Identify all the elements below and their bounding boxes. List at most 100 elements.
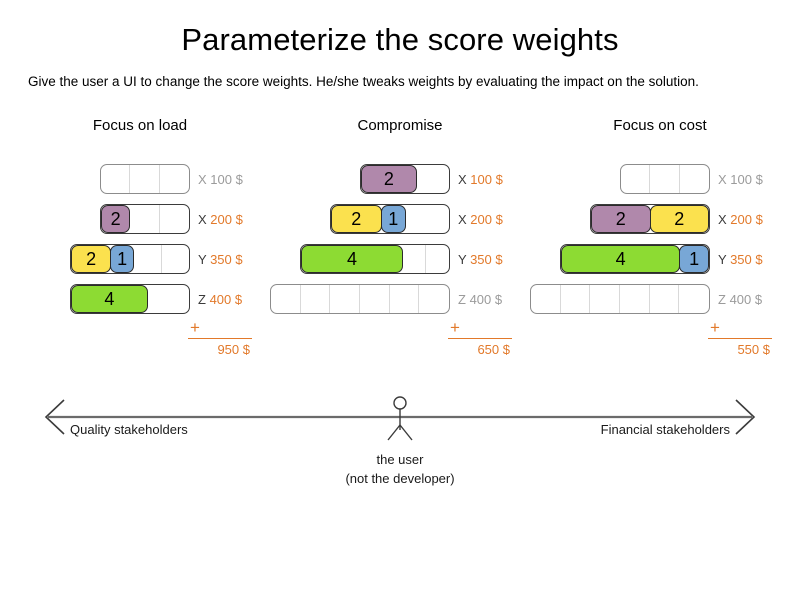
slider-row: 4 Z 400 $ <box>10 279 270 319</box>
row-cost: 350 $ <box>210 251 243 267</box>
track-segment[interactable] <box>360 285 390 313</box>
row-label: X 200 $ <box>450 212 503 227</box>
track-segment[interactable] <box>162 245 190 273</box>
track-segment[interactable] <box>679 285 709 313</box>
slider-row: 2 X 200 $ <box>10 199 270 239</box>
track-segment[interactable] <box>271 285 301 313</box>
weight-slider-track[interactable] <box>100 164 190 194</box>
track-segment[interactable] <box>406 205 449 233</box>
track-segment[interactable] <box>531 285 561 313</box>
track-segment[interactable] <box>134 245 162 273</box>
row-label: Y 350 $ <box>450 252 503 267</box>
column-total: +550 $ <box>708 319 790 357</box>
track-segment[interactable] <box>426 245 449 273</box>
row-label: X 200 $ <box>190 212 243 227</box>
weight-slider-track[interactable]: 4 <box>300 244 450 274</box>
slider-row: X 100 $ <box>10 159 270 199</box>
row-label: X 200 $ <box>710 212 763 227</box>
track-segment[interactable] <box>650 165 680 193</box>
track-segment[interactable] <box>561 285 591 313</box>
row-key: X <box>458 171 467 187</box>
row-key: Y <box>198 251 207 267</box>
weight-slider-fill[interactable]: 2 <box>71 245 112 273</box>
row-cost: 350 $ <box>730 251 763 267</box>
axis-arrow-svg <box>44 396 756 441</box>
weight-slider-fill[interactable]: 4 <box>561 245 681 273</box>
track-segment[interactable] <box>330 285 361 313</box>
track-area: 4 <box>10 284 190 314</box>
page-title: Parameterize the score weights <box>181 22 619 57</box>
weight-slider-fill[interactable]: 2 <box>361 165 417 193</box>
track-segment[interactable] <box>130 205 160 233</box>
track-segment[interactable] <box>590 285 621 313</box>
column-title: Focus on cost <box>613 117 707 134</box>
slider-row: 4 Y 350 $ <box>270 239 530 279</box>
row-key: X <box>198 171 207 187</box>
weight-slider-track[interactable] <box>270 284 450 314</box>
row-cost: 400 $ <box>469 291 503 307</box>
track-segment[interactable] <box>301 285 331 313</box>
track-segment[interactable] <box>390 285 420 313</box>
weight-slider-fill[interactable]: 1 <box>380 205 406 233</box>
weight-slider-fill[interactable]: 2 <box>591 205 651 233</box>
row-cost: 100 $ <box>210 171 243 187</box>
weight-slider-fill[interactable]: 2 <box>331 205 382 233</box>
weight-slider-fill[interactable]: 1 <box>679 245 709 273</box>
row-cost: 200 $ <box>730 211 763 227</box>
track-segment[interactable] <box>403 245 427 273</box>
track-segment[interactable] <box>419 285 449 313</box>
weight-slider-track[interactable]: 2 <box>360 164 450 194</box>
slider-row: X 100 $ <box>530 159 790 199</box>
weight-slider-fill[interactable]: 4 <box>301 245 404 273</box>
weight-slider-fill[interactable]: 2 <box>101 205 131 233</box>
row-label: Z 400 $ <box>710 292 762 307</box>
weight-slider-fill[interactable]: 4 <box>71 285 148 313</box>
track-segment[interactable] <box>101 165 131 193</box>
sum-plus-sign: + <box>188 319 252 339</box>
track-segment[interactable] <box>148 285 189 313</box>
track-segment[interactable] <box>130 165 160 193</box>
weight-slider-track[interactable]: 2 <box>100 204 190 234</box>
total-cost-value: 950 $ <box>217 342 250 357</box>
weight-slider-track[interactable]: 4 <box>70 284 190 314</box>
track-segment[interactable] <box>680 165 709 193</box>
weight-slider-fill[interactable]: 1 <box>110 245 134 273</box>
axis-caption: the user (not the developer) <box>0 450 800 488</box>
axis-label-right: Financial stakeholders <box>600 422 730 437</box>
row-key: Y <box>458 251 467 267</box>
row-cost: 100 $ <box>730 171 763 187</box>
weight-slider-fill[interactable]: 2 <box>649 205 709 233</box>
track-segment[interactable] <box>160 165 189 193</box>
row-label: Z 400 $ <box>190 292 242 307</box>
row-cost: 200 $ <box>470 211 503 227</box>
track-segment[interactable] <box>160 205 189 233</box>
weight-slider-track[interactable] <box>530 284 710 314</box>
row-key: Z <box>458 291 466 307</box>
row-key: X <box>198 211 207 227</box>
row-label: Z 400 $ <box>450 292 502 307</box>
track-segment[interactable] <box>417 165 449 193</box>
track-segment[interactable] <box>650 285 680 313</box>
row-label: X 100 $ <box>190 172 243 187</box>
weight-slider-track[interactable] <box>620 164 710 194</box>
axis-caption-line2: (not the developer) <box>345 471 455 486</box>
total-cost-value: 550 $ <box>737 342 770 357</box>
axis-label-left: Quality stakeholders <box>70 422 188 437</box>
track-segment[interactable] <box>621 165 651 193</box>
track-segment[interactable] <box>620 285 650 313</box>
row-key: Z <box>718 291 726 307</box>
row-cost: 400 $ <box>209 291 243 307</box>
track-area <box>270 284 450 314</box>
